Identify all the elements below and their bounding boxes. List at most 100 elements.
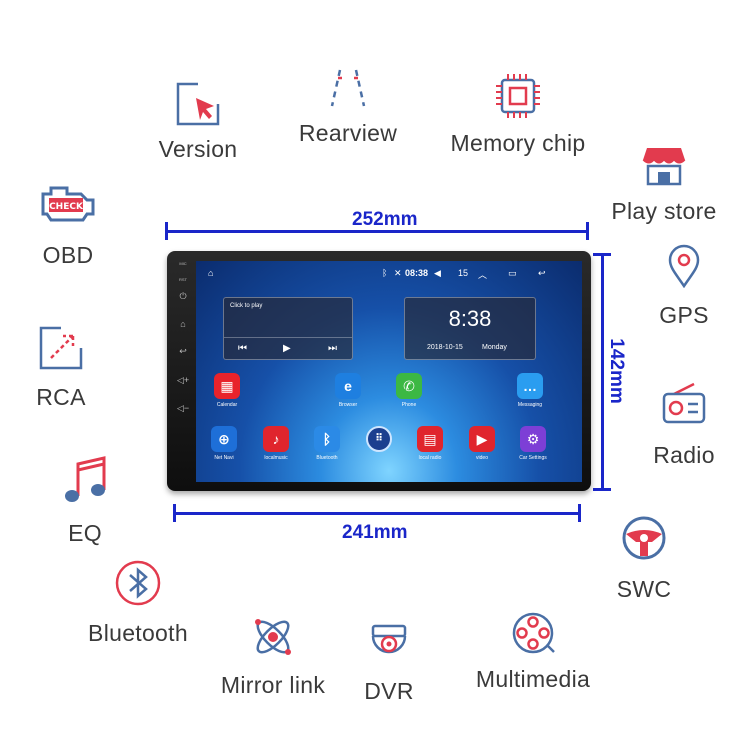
app-calendar[interactable]: ▦ Calendar xyxy=(212,373,242,408)
feature-swc: SWC xyxy=(606,514,682,603)
clock-widget[interactable]: 8:38 2018-10-15 Monday xyxy=(404,297,536,360)
volume-up-icon[interactable]: ◁+ xyxy=(176,375,190,385)
music-icon: ♪ xyxy=(263,426,289,452)
radio-icon xyxy=(662,382,706,424)
app-drawer[interactable]: ⠿ xyxy=(364,426,394,452)
app-calendar-label: Calendar xyxy=(216,402,238,408)
feature-gps: GPS xyxy=(648,244,720,329)
chevron-up-icon[interactable]: ︿ xyxy=(478,270,488,280)
mute-status-icon: ✕ xyxy=(394,268,402,278)
feature-bluetooth: Bluetooth xyxy=(76,558,200,647)
app-car-settings[interactable]: ⚙ Car Settings xyxy=(518,426,548,461)
dim-bottom-label: 241mm xyxy=(342,522,408,543)
dim-right-label: 142mm xyxy=(606,338,627,404)
volume-status-icon: ◀ xyxy=(434,268,441,278)
app-localmusic[interactable]: ♪ localmusic xyxy=(261,426,291,461)
location-pin-icon xyxy=(668,244,700,288)
feature-mirror-link-label: Mirror link xyxy=(220,672,326,698)
app-car-settings-label: Car Settings xyxy=(519,455,547,461)
dim-top-line xyxy=(166,230,588,233)
engine-check-icon: CHECK xyxy=(41,186,95,222)
dim-right-tick-bottom xyxy=(593,488,611,491)
feature-mirror-link: Mirror link xyxy=(214,614,332,699)
power-icon[interactable]: ⏻ xyxy=(179,291,187,301)
feature-rearview: Rearview xyxy=(292,66,404,147)
app-local-radio-label: local radio xyxy=(418,455,442,461)
feature-gps-label: GPS xyxy=(659,302,709,328)
app-localmusic-label: localmusic xyxy=(264,455,288,461)
film-reel-icon xyxy=(512,612,555,654)
dim-right-line xyxy=(601,254,604,490)
next-track-icon[interactable]: ⏭ xyxy=(328,343,337,354)
phone-icon: ✆ xyxy=(396,373,422,399)
play-icon[interactable]: ▶ xyxy=(283,343,291,354)
feature-obd: CHECK OBD xyxy=(28,184,108,269)
feature-multimedia-label: Multimedia xyxy=(475,666,591,692)
cursor-box-icon xyxy=(176,82,220,126)
chip-icon xyxy=(496,74,540,118)
messaging-icon: … xyxy=(517,373,543,399)
feature-rca: RCA xyxy=(26,324,96,411)
app-video-label: video xyxy=(476,455,488,461)
side-mic-label: MIC xyxy=(179,261,187,266)
status-volume: 15 xyxy=(458,268,469,278)
feature-eq-label: EQ xyxy=(68,520,102,546)
previous-track-icon[interactable]: ⏮ xyxy=(238,343,247,354)
parking-lines-icon xyxy=(330,69,366,107)
bluetooth-icon xyxy=(115,560,161,606)
video-icon: ▶ xyxy=(469,426,495,452)
feature-memory-chip: Memory chip xyxy=(438,72,598,157)
expand-arrow-icon xyxy=(39,326,83,370)
car-stereo-device: MIC RST ⏻ ⌂ ↩ ◁+ ◁− ⌂ ᛒ ✕ 08:38 ◀ 15 ︿ ▭… xyxy=(167,251,591,491)
feature-dvr: DVR xyxy=(356,622,422,705)
app-browser[interactable]: e Browser xyxy=(333,373,363,408)
dim-top-label: 252mm xyxy=(352,209,418,230)
dome-camera-icon xyxy=(371,624,407,654)
dim-right-tick-top xyxy=(593,253,611,256)
media-widget-title: Click to play xyxy=(230,303,263,309)
home-outline-icon[interactable]: ⌂ xyxy=(208,268,214,278)
app-local-radio[interactable]: ▤ local radio xyxy=(415,426,445,461)
media-widget[interactable]: Click to play ⏮ ▶ ⏭ xyxy=(223,297,353,360)
feature-rca-label: RCA xyxy=(36,384,86,410)
feature-version-label: Version xyxy=(158,136,238,162)
status-time: 08:38 xyxy=(405,268,429,278)
recent-apps-icon[interactable]: ▭ xyxy=(508,268,517,278)
feature-memory-chip-label: Memory chip xyxy=(450,130,586,156)
status-bar: ⌂ ᛒ ✕ 08:38 ◀ 15 ︿ ▭ ↩ xyxy=(196,265,582,283)
browser-icon: e xyxy=(335,373,361,399)
feature-play-store: Play store xyxy=(604,144,724,225)
clock-day: Monday xyxy=(482,344,507,351)
app-phone-label: Phone xyxy=(401,402,417,408)
dim-bottom-tick-right xyxy=(578,504,581,522)
clock-time: 8:38 xyxy=(448,306,492,331)
clock-date: 2018-10-15 xyxy=(427,344,463,351)
app-messaging[interactable]: … Messaging xyxy=(515,373,545,408)
back-arrow-icon[interactable]: ↩ xyxy=(538,268,546,278)
volume-down-icon[interactable]: ◁− xyxy=(176,403,190,413)
app-net-navi[interactable]: ⊕ Net Navi xyxy=(209,426,239,461)
android-screen: ⌂ ᛒ ✕ 08:38 ◀ 15 ︿ ▭ ↩ Click to play ⏮ ▶… xyxy=(196,261,582,482)
feature-version: Version xyxy=(150,80,246,163)
obd-icon-text: CHECK xyxy=(49,202,84,212)
app-net-navi-label: Net Navi xyxy=(214,455,234,461)
store-icon xyxy=(642,148,686,186)
bluetooth-app-icon: ᛒ xyxy=(314,426,340,452)
atom-icon xyxy=(255,619,291,655)
settings-gear-icon: ⚙ xyxy=(520,426,546,452)
app-phone[interactable]: ✆ Phone xyxy=(394,373,424,408)
feature-radio: Radio xyxy=(644,382,724,469)
feature-swc-label: SWC xyxy=(616,576,672,602)
calendar-icon: ▦ xyxy=(214,373,240,399)
app-browser-label: Browser xyxy=(338,402,358,408)
media-controls: ⏮ ▶ ⏭ xyxy=(224,337,352,359)
dim-bottom-line xyxy=(174,512,580,515)
app-video[interactable]: ▶ video xyxy=(467,426,497,461)
bluetooth-status-icon: ᛒ xyxy=(382,268,388,278)
back-icon[interactable]: ↩ xyxy=(179,346,187,356)
home-icon[interactable]: ⌂ xyxy=(180,319,186,329)
steering-wheel-icon xyxy=(622,516,666,560)
app-bluetooth[interactable]: ᛒ Bluetooth xyxy=(312,426,342,461)
feature-radio-label: Radio xyxy=(653,442,715,468)
feature-obd-label: OBD xyxy=(42,242,94,268)
